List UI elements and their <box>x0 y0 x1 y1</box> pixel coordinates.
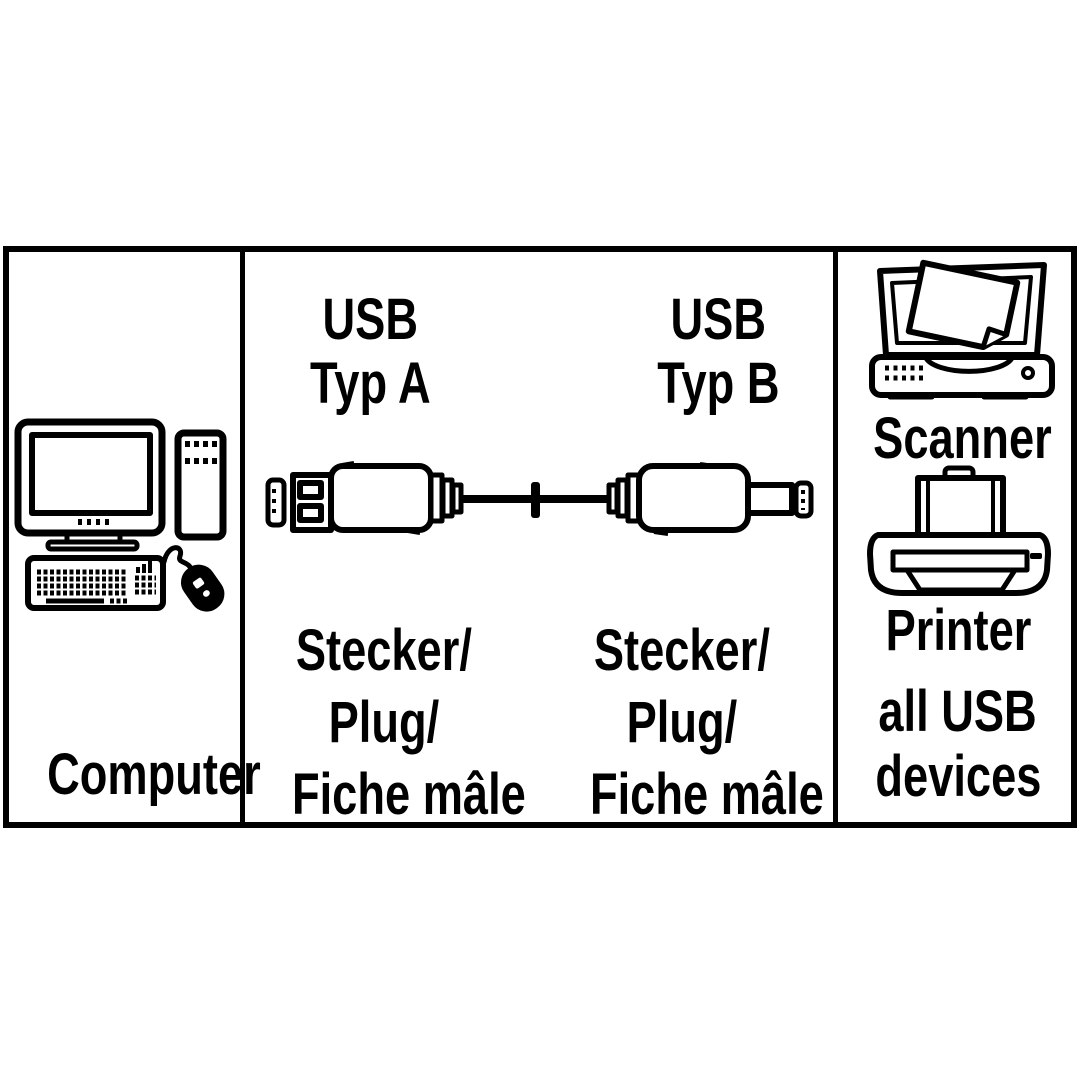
desktop-computer-icon <box>14 418 227 612</box>
keyboard-outline <box>25 555 166 611</box>
scanner-button <box>1021 366 1035 380</box>
usb-a-face-icon <box>265 477 287 528</box>
computer-label: Computer <box>47 742 261 807</box>
printer-label: Printer <box>885 598 1031 663</box>
plug-label-b: Stecker/ Plug/ Fiche mâle <box>589 618 824 827</box>
panel-divider-left <box>240 252 245 822</box>
scanner-label: Scanner <box>873 406 1052 471</box>
monitor-base <box>45 539 140 552</box>
printer-indicator <box>1030 553 1042 559</box>
usb-a-to-b-cable-icon <box>265 461 814 536</box>
scanner-paper <box>905 259 1021 351</box>
keyboard-bars-detail <box>136 561 152 573</box>
mouse-icon <box>180 564 225 612</box>
printer-output-slot <box>890 549 1030 573</box>
panel-divider-right <box>833 252 838 822</box>
cable-ferrite <box>531 482 540 518</box>
scanner-base <box>869 354 1055 398</box>
scanner-hinge <box>923 356 1015 374</box>
mouse-cable <box>161 545 195 574</box>
all-usb-devices-label: all USB devices <box>874 679 1041 809</box>
tower-outline <box>174 429 227 541</box>
monitor-screen <box>29 432 153 516</box>
usb-type-b-label: USB Typ B <box>656 287 780 416</box>
flatbed-scanner-icon <box>869 259 1055 400</box>
inkjet-printer-icon <box>867 465 1051 596</box>
plug-label-a: Stecker/ Plug/ Fiche mâle <box>291 618 526 827</box>
printer-output-paper <box>904 567 1018 593</box>
usb-b-plug-icon <box>606 462 795 536</box>
usb-b-face-icon <box>793 480 814 519</box>
usb-a-plug-icon <box>290 461 464 535</box>
usb-type-a-label: USB Typ A <box>309 287 431 416</box>
printer-paper-tray <box>915 475 1006 539</box>
